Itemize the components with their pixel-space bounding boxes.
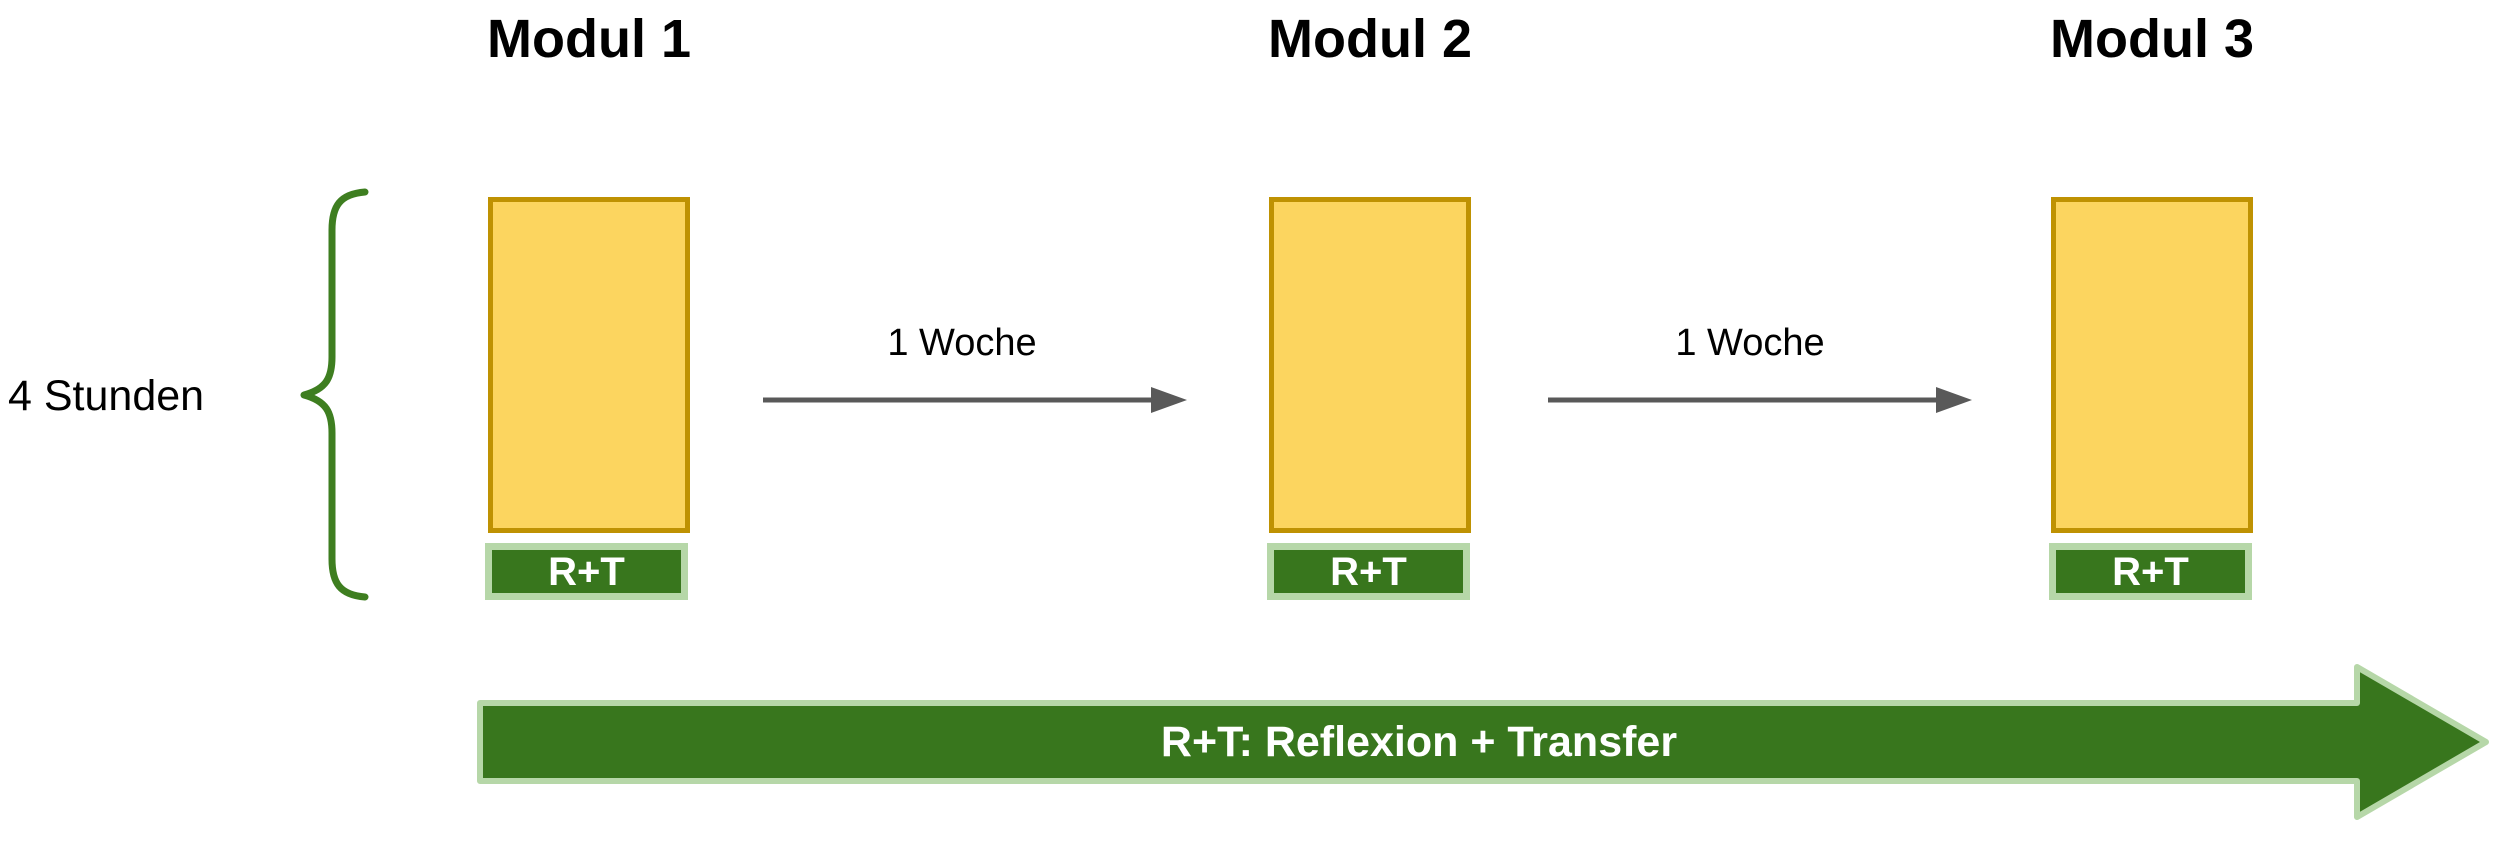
module-1-rt-label: R+T — [548, 549, 625, 594]
duration-label: 4 Stunden — [8, 372, 205, 420]
module-2-rt-label: R+T — [1330, 549, 1407, 594]
gap-1-label: 1 Woche — [887, 322, 1037, 364]
module-2-rt-badge: R+T — [1267, 543, 1470, 600]
module-3-rt-badge: R+T — [2049, 543, 2252, 600]
gap-1-arrow-icon — [763, 387, 1187, 413]
module-1-rt-badge: R+T — [485, 543, 688, 600]
module-1-title: Modul 1 — [487, 9, 691, 69]
module-2-title: Modul 2 — [1268, 9, 1472, 69]
gap-2-label: 1 Woche — [1675, 322, 1825, 364]
module-3-block — [2051, 197, 2253, 533]
module-3-title: Modul 3 — [2050, 9, 2254, 69]
module-3-rt-label: R+T — [2112, 549, 2189, 594]
module-2-block — [1269, 197, 1471, 533]
curly-brace-icon — [300, 188, 369, 601]
module-1-block — [488, 197, 690, 533]
gap-2-arrow-icon — [1548, 387, 1972, 413]
summary-arrow-icon — [477, 664, 2489, 820]
summary-arrow-label: R+T: Reflexion + Transfer — [1160, 718, 1678, 766]
